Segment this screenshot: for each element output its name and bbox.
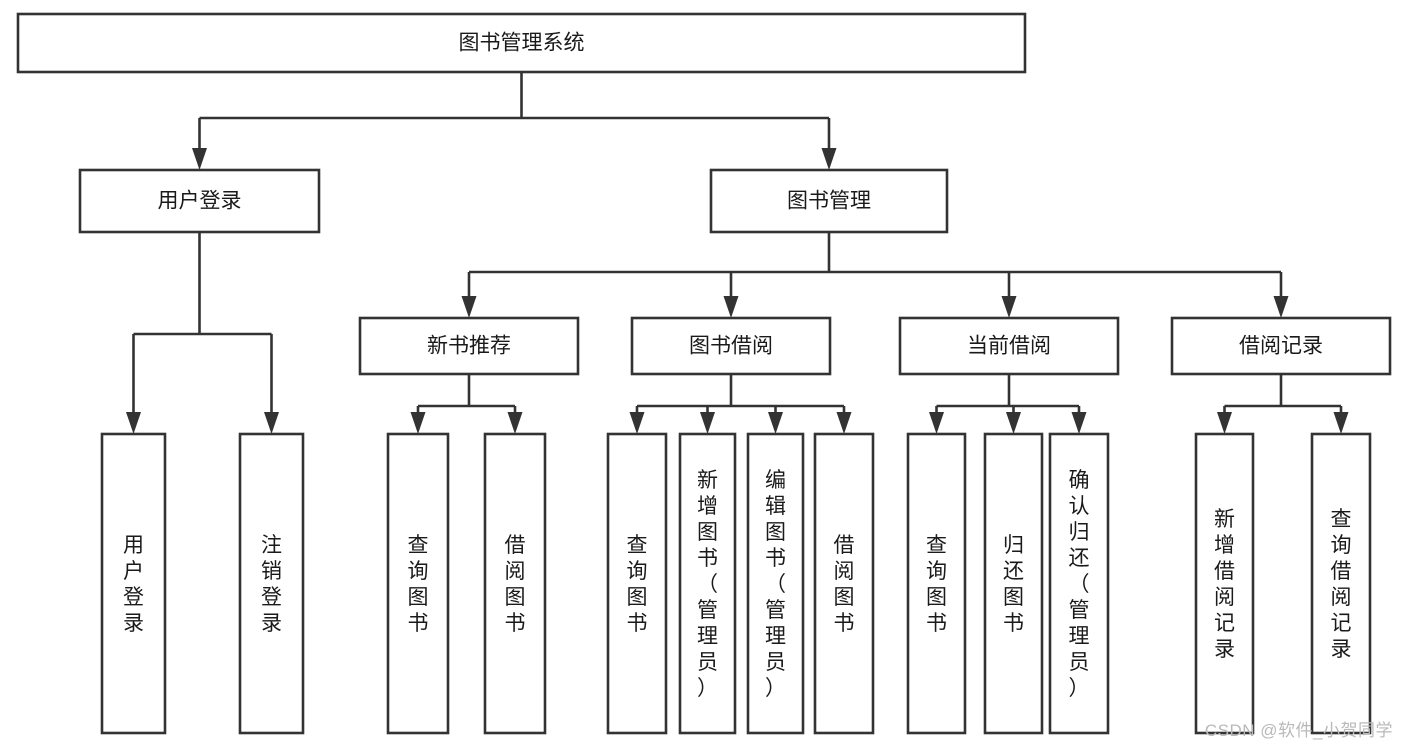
node-leaf-borrow-book-2[interactable]: 借阅图书 [813, 432, 875, 735]
node-label-leaf-query-book-1: 查询图书 [408, 534, 429, 635]
node-box-leaf-edit-book[interactable] [746, 432, 805, 735]
node-leaf-borrow-book-1[interactable]: 借阅图书 [483, 432, 547, 735]
node-label-leaf-query-book-2: 查询图书 [627, 534, 648, 635]
node-label-leaf-borrow-book-2: 借阅图书 [834, 534, 855, 635]
edges-layer [126, 72, 1349, 434]
node-box-leaf-query-book-3[interactable] [906, 432, 967, 735]
node-leaf-query-book-1[interactable]: 查询图书 [386, 432, 450, 735]
node-label-current-borrow: 当前借阅 [967, 335, 1051, 358]
node-box-user-login[interactable] [78, 168, 321, 234]
node-box-leaf-add-record[interactable] [1194, 432, 1255, 735]
node-box-borrow-record[interactable] [1170, 316, 1392, 376]
node-leaf-query-book-3[interactable]: 查询图书 [906, 432, 967, 735]
node-box-book-borrow[interactable] [630, 316, 832, 376]
node-label-user-login: 用户登录 [158, 190, 242, 213]
node-leaf-add-book[interactable]: 新增图书（管理员） [678, 432, 737, 735]
edge-group-borrow-record [1217, 374, 1349, 434]
edge-group-new-book-rec [410, 374, 523, 434]
node-leaf-logout[interactable]: 注销登录 [238, 432, 305, 735]
edge-group-current-borrow [929, 374, 1087, 434]
node-box-leaf-query-book-2[interactable] [606, 432, 668, 735]
node-label-leaf-add-book: 新增图书（管理员） [697, 469, 718, 700]
node-label-leaf-query-record: 查询借阅记录 [1331, 508, 1352, 661]
node-box-book-manage[interactable] [709, 168, 949, 234]
node-box-current-borrow[interactable] [898, 316, 1120, 376]
node-box-leaf-logout[interactable] [238, 432, 305, 735]
node-leaf-query-book-2[interactable]: 查询图书 [606, 432, 668, 735]
node-box-leaf-borrow-book-2[interactable] [813, 432, 875, 735]
node-label-borrow-record: 借阅记录 [1239, 335, 1323, 358]
node-root[interactable]: 图书管理系统 [16, 12, 1027, 74]
node-book-borrow[interactable]: 图书借阅 [630, 316, 832, 376]
node-label-leaf-add-record: 新增借阅记录 [1214, 508, 1235, 661]
node-book-manage[interactable]: 图书管理 [709, 168, 949, 234]
node-box-leaf-confirm-return[interactable] [1048, 432, 1110, 735]
watermark-text: CSDN @软件_小贺同学 [1204, 721, 1393, 740]
node-current-borrow[interactable]: 当前借阅 [898, 316, 1120, 376]
node-new-book-rec[interactable]: 新书推荐 [358, 316, 580, 376]
node-box-leaf-borrow-book-1[interactable] [483, 432, 547, 735]
edge-group-book-borrow [629, 374, 852, 434]
node-label-leaf-logout: 注销登录 [261, 534, 282, 635]
node-leaf-query-record[interactable]: 查询借阅记录 [1310, 432, 1372, 735]
node-box-leaf-return-book[interactable] [983, 432, 1044, 735]
node-user-login[interactable]: 用户登录 [78, 168, 321, 234]
node-leaf-add-record[interactable]: 新增借阅记录 [1194, 432, 1255, 735]
edge-group-root [192, 72, 837, 170]
node-leaf-confirm-return[interactable]: 确认归还（管理员） [1048, 432, 1110, 735]
node-borrow-record[interactable]: 借阅记录 [1170, 316, 1392, 376]
node-label-book-manage: 图书管理 [787, 190, 871, 213]
edge-group-user-login [126, 232, 279, 434]
node-box-root[interactable] [16, 12, 1027, 74]
node-leaf-user-login[interactable]: 用户登录 [100, 432, 167, 735]
node-box-leaf-add-book[interactable] [678, 432, 737, 735]
node-box-leaf-user-login[interactable] [100, 432, 167, 735]
node-label-leaf-user-login: 用户登录 [123, 534, 144, 635]
node-label-book-borrow: 图书借阅 [689, 335, 773, 358]
node-leaf-return-book[interactable]: 归还图书 [983, 432, 1044, 735]
node-label-new-book-rec: 新书推荐 [427, 335, 511, 358]
node-label-leaf-return-book: 归还图书 [1003, 534, 1024, 635]
node-label-leaf-edit-book: 编辑图书（管理员） [765, 469, 786, 700]
node-box-leaf-query-record[interactable] [1310, 432, 1372, 735]
node-label-leaf-borrow-book-1: 借阅图书 [505, 534, 526, 635]
node-box-leaf-query-book-1[interactable] [386, 432, 450, 735]
node-label-leaf-confirm-return: 确认归还（管理员） [1069, 469, 1090, 700]
node-box-new-book-rec[interactable] [358, 316, 580, 376]
node-label-leaf-query-book-3: 查询图书 [926, 534, 947, 635]
node-label-root: 图书管理系统 [459, 32, 585, 55]
edge-group-book-manage [461, 232, 1289, 318]
node-leaf-edit-book[interactable]: 编辑图书（管理员） [746, 432, 805, 735]
nodes-layer: 图书管理系统用户登录图书管理新书推荐图书借阅当前借阅借阅记录用户登录注销登录查询… [16, 12, 1392, 735]
